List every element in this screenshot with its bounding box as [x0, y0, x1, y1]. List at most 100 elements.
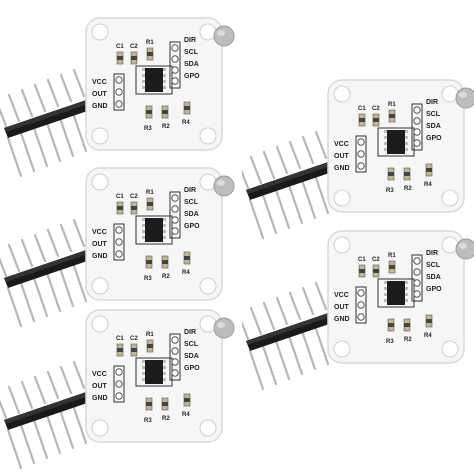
- header-pin: [58, 408, 75, 450]
- chip-lead: [404, 281, 408, 284]
- mounting-hole: [91, 315, 109, 333]
- component-label: R3: [144, 126, 152, 132]
- mounting-hole: [441, 340, 459, 358]
- header-pin: [46, 370, 60, 400]
- pin-header: [0, 360, 102, 470]
- pin-label: GND: [334, 316, 350, 323]
- header-pin: [274, 339, 291, 381]
- pad: [171, 205, 179, 213]
- pad: [171, 55, 179, 63]
- pad: [115, 76, 123, 84]
- chip-lead: [162, 74, 166, 77]
- pin-label: SCL: [184, 49, 199, 56]
- component-label: R2: [162, 274, 170, 280]
- mounting-hole: [333, 189, 351, 207]
- magnet-disc: [213, 25, 235, 47]
- chip-lead: [404, 136, 408, 139]
- chip-lead: [384, 287, 388, 290]
- header-pin: [300, 178, 317, 220]
- magnet: [455, 87, 474, 109]
- pad: [171, 369, 179, 377]
- pin-label: SCL: [184, 199, 199, 206]
- chip-lead: [142, 360, 146, 363]
- header-pin: [6, 286, 23, 328]
- pin-label: DIR: [184, 187, 196, 194]
- pad: [115, 368, 123, 376]
- header-plastic-highlight: [246, 309, 342, 345]
- header-pin: [20, 380, 34, 410]
- pin-label: OUT: [92, 91, 108, 98]
- header-pin: [45, 271, 62, 313]
- header-pin: [72, 360, 86, 390]
- smd-body: [359, 269, 365, 273]
- header-pin: [313, 324, 330, 366]
- pad: [171, 227, 179, 235]
- magnet: [455, 238, 474, 260]
- header-pin: [59, 73, 73, 103]
- pin-header: [242, 130, 344, 240]
- header-pin: [58, 116, 75, 158]
- pad: [413, 268, 421, 276]
- chip-lead: [162, 218, 166, 221]
- header-pin: [19, 281, 36, 323]
- left-pad-box: [113, 73, 125, 111]
- mounting-hole: [441, 236, 459, 254]
- smd-body: [404, 172, 410, 176]
- pin-label: OUT: [334, 304, 350, 311]
- pin-label: GPO: [426, 135, 442, 142]
- smd-body: [131, 206, 137, 210]
- component-label: C2: [130, 44, 138, 50]
- pin-header: [242, 281, 344, 391]
- mounting-hole: [333, 236, 351, 254]
- pad: [115, 238, 123, 246]
- header-plastic-highlight: [4, 96, 100, 132]
- smd-body: [162, 402, 168, 406]
- pin-label: DIR: [426, 250, 438, 257]
- component-label: R1: [146, 40, 154, 46]
- chip-lead: [142, 68, 146, 71]
- pin-label: GPO: [184, 73, 200, 80]
- pad: [171, 194, 179, 202]
- mounting-hole: [91, 173, 109, 191]
- chip-lead: [404, 130, 408, 133]
- component-label: R1: [146, 332, 154, 338]
- chip-lead: [142, 378, 146, 381]
- smd-body: [146, 110, 152, 114]
- pin-label: VCC: [334, 292, 349, 299]
- chip-lead: [142, 230, 146, 233]
- header-pin: [313, 173, 330, 215]
- pad: [171, 358, 179, 366]
- pad: [357, 162, 365, 170]
- pad: [413, 117, 421, 125]
- mounting-hole: [199, 127, 217, 145]
- chip-lead: [404, 287, 408, 290]
- header-pin: [0, 107, 8, 128]
- chip-lead: [162, 236, 166, 239]
- chip-lead: [162, 68, 166, 71]
- magnet-highlight: [217, 322, 225, 328]
- header-pin: [32, 276, 49, 318]
- header-pin: [33, 233, 47, 263]
- smd-body: [146, 260, 152, 264]
- smd-body: [117, 56, 123, 60]
- header-pin: [287, 334, 304, 376]
- magnet: [213, 317, 235, 339]
- pad: [171, 77, 179, 85]
- header-pin: [0, 399, 8, 420]
- smd-body: [184, 398, 190, 402]
- pin-label: SDA: [184, 353, 199, 360]
- header-pin: [275, 296, 289, 326]
- magnet-highlight: [459, 243, 467, 249]
- component-label: R2: [162, 416, 170, 422]
- smd-body: [426, 319, 432, 323]
- header-pin: [71, 261, 88, 303]
- mounting-hole: [91, 23, 109, 41]
- mounting-hole: [91, 277, 109, 295]
- chip-lead: [404, 142, 408, 145]
- smd-body: [359, 118, 365, 122]
- header-pin: [274, 188, 291, 230]
